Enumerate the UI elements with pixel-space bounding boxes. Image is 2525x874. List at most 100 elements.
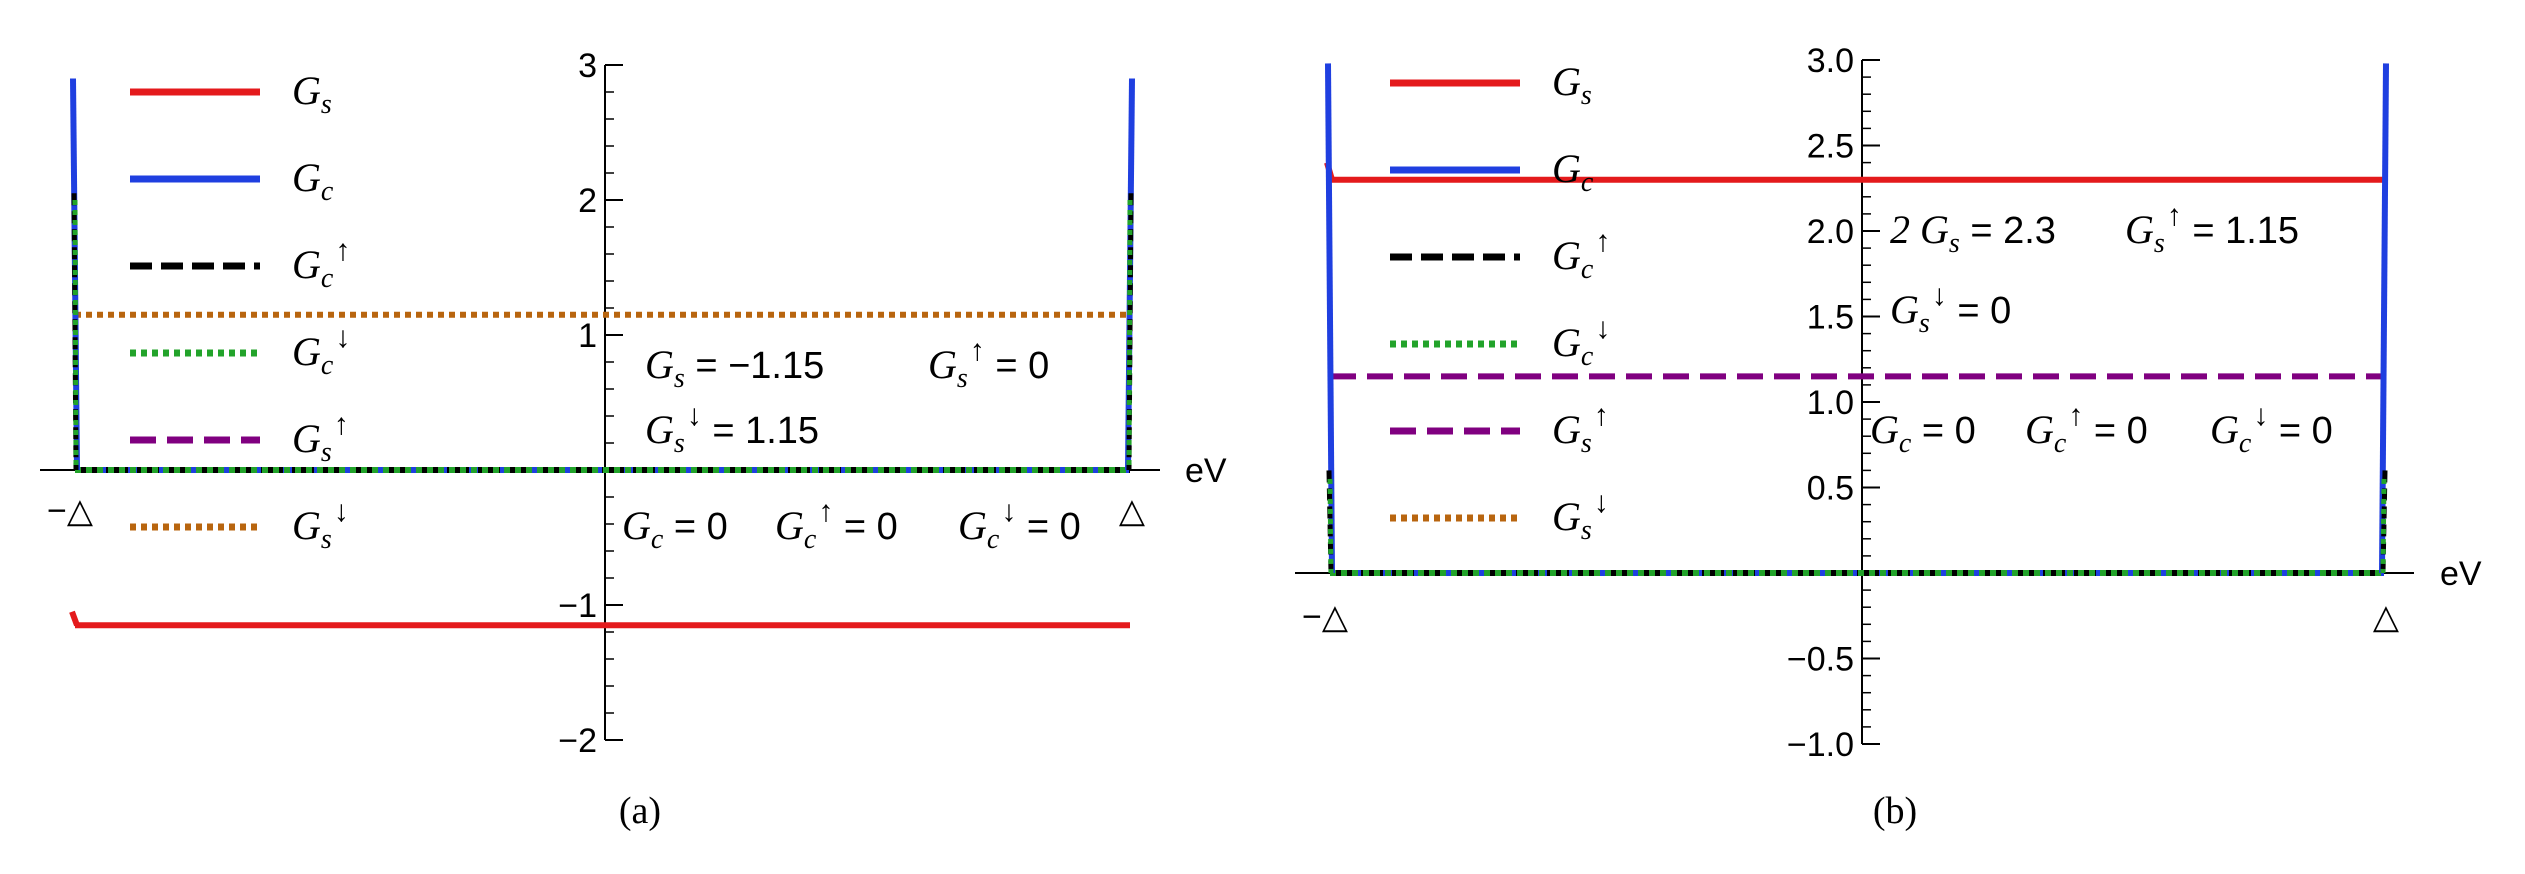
superscript: ↓: [687, 399, 702, 432]
edge-gc-left: [1325, 63, 1335, 574]
annotation: Gs = −1.15: [645, 342, 824, 394]
annotation: Gs↑ = 1.15: [2125, 199, 2299, 259]
subscript: s: [1581, 515, 1592, 546]
legend-label-Gs_down: Gs↓: [1552, 486, 1609, 546]
subscript: s: [321, 437, 332, 468]
annotation: Gc = 0: [1870, 407, 1976, 459]
y-tick-label: 1.5: [1807, 299, 1854, 337]
annotation-value: = 0: [1911, 410, 1975, 452]
legend-label-Gs_down: Gs↓: [292, 495, 349, 555]
subscript: c: [1581, 341, 1594, 372]
subscript: s: [674, 363, 685, 394]
superscript: ↑: [2068, 399, 2083, 432]
superscript: ↓: [1595, 312, 1610, 345]
superscript: ↓: [334, 495, 349, 528]
symbol: G: [1870, 407, 1899, 452]
annotation-value: = 0: [985, 345, 1049, 387]
superscript: ↑: [1594, 399, 1609, 432]
symbol: G: [292, 416, 321, 461]
annotation: Gs↓ = 0: [1890, 279, 2011, 339]
subscript: c: [2054, 428, 2067, 459]
subscript: s: [1949, 228, 1960, 259]
annotation-value: = 0: [663, 506, 727, 548]
symbol: G: [622, 503, 651, 548]
subscript: c: [1581, 167, 1594, 198]
symbol: G: [1552, 320, 1581, 365]
superscript: ↑: [2167, 199, 2182, 232]
annotation-value: = 2.3: [1960, 210, 2056, 252]
superscript: ↓: [2253, 399, 2268, 432]
legend-label-Gc: Gc: [1552, 146, 1594, 198]
legend-label-Gs: Gs: [292, 68, 332, 120]
subscript: s: [1581, 428, 1592, 459]
panel-caption: (b): [1873, 790, 1917, 832]
superscript: ↓: [1594, 486, 1609, 519]
symbol: G: [645, 407, 674, 452]
y-tick-label: 2: [578, 182, 597, 220]
edge-gcup-left: [71, 193, 79, 471]
superscript: ↓: [1932, 279, 1947, 312]
legend-label-Gs_up: Gs↑: [292, 408, 349, 468]
annotation-value: = 0: [1947, 290, 2011, 332]
symbol: G: [2210, 407, 2239, 452]
annotation: Gs↑ = 0: [928, 334, 1049, 394]
symbol: G: [645, 342, 674, 387]
subscript: s: [2154, 228, 2165, 259]
legend-label-Gc_down: Gc↓: [1552, 312, 1610, 372]
subscript: s: [957, 363, 968, 394]
subscript: c: [321, 263, 334, 294]
symbol: G: [1552, 59, 1581, 104]
subscript: c: [321, 176, 334, 207]
annotation: Gc = 0: [622, 503, 728, 555]
annotation: Gc↓ = 0: [2210, 399, 2333, 459]
y-tick-label: 3: [578, 47, 597, 85]
edge-gc-right: [2379, 63, 2389, 574]
symbol: G: [958, 503, 987, 548]
annotation: 2 Gs = 2.3: [1890, 207, 2056, 259]
annotation-value: = 0: [2083, 410, 2147, 452]
legend-label-Gc_down: Gc↓: [292, 321, 350, 381]
symbol: G: [292, 503, 321, 548]
symbol: G: [1552, 494, 1581, 539]
subscript: c: [804, 524, 817, 555]
legend-label-Gc: Gc: [292, 155, 334, 207]
subscript: c: [2239, 428, 2252, 459]
subscript: s: [321, 89, 332, 120]
y-tick-label: 3.0: [1807, 42, 1854, 80]
annotation-value: = 0: [2268, 410, 2332, 452]
x-tick-label: △: [1119, 492, 1146, 530]
symbol: G: [292, 242, 321, 287]
symbol: G: [1552, 407, 1581, 452]
y-tick-label: 1.0: [1807, 384, 1854, 422]
symbol: G: [1552, 233, 1581, 278]
annotation-value: = 1.15: [2182, 210, 2299, 252]
y-tick-label: −1: [558, 587, 597, 625]
superscript: ↓: [335, 321, 350, 354]
symbol: G: [292, 155, 321, 200]
panel-caption: (a): [619, 790, 661, 832]
superscript: ↑: [1595, 225, 1610, 258]
edge-gcup-right: [1126, 193, 1134, 471]
symbol: G: [1552, 146, 1581, 191]
subscript: c: [1899, 428, 1912, 459]
y-tick-label: 2.5: [1807, 128, 1854, 166]
annotation-value: = −1.15: [685, 345, 824, 387]
symbol: G: [1890, 287, 1919, 332]
superscript: ↓: [1001, 495, 1016, 528]
annotation-value: = 1.15: [702, 410, 819, 452]
x-axis-label: eV: [1185, 452, 1227, 490]
annotation-value: = 0: [833, 506, 897, 548]
symbol: G: [292, 329, 321, 374]
symbol: G: [775, 503, 804, 548]
subscript: s: [1581, 80, 1592, 111]
annotation: Gc↑ = 0: [2025, 399, 2148, 459]
symbol: G: [2125, 207, 2154, 252]
x-tick-label: −△: [1302, 598, 1349, 636]
annotation-value: = 0: [1016, 506, 1080, 548]
superscript: ↑: [970, 334, 985, 367]
symbol: G: [2025, 407, 2054, 452]
subscript: c: [651, 524, 664, 555]
superscript: ↑: [335, 234, 350, 267]
